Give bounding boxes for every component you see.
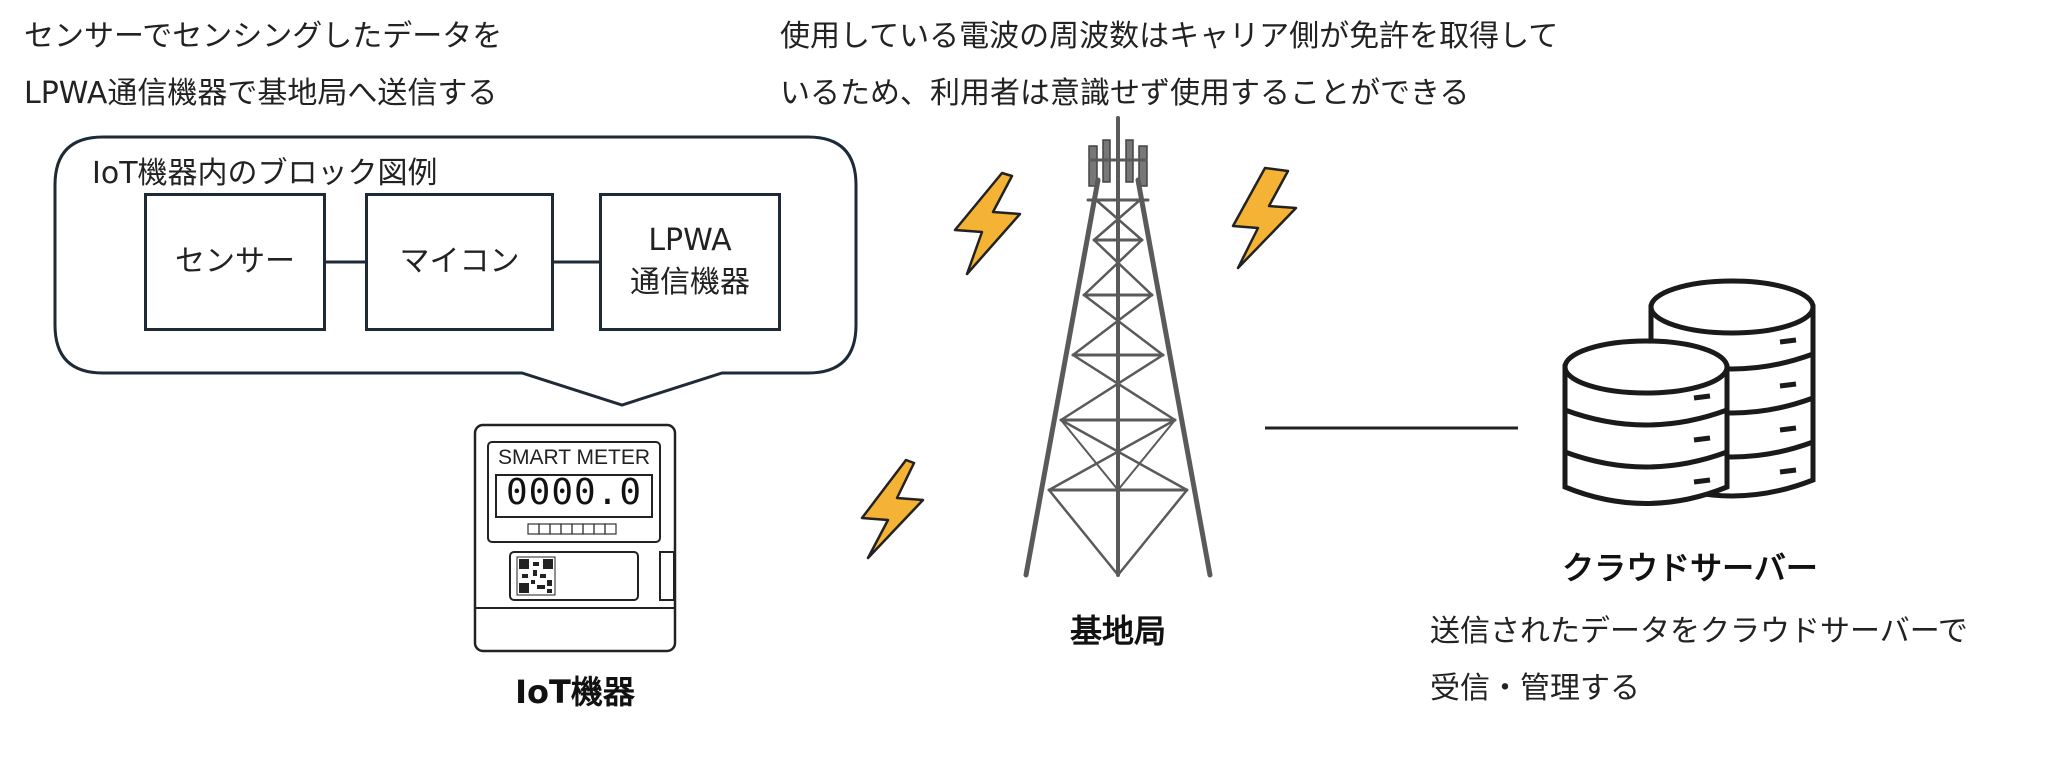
iot-description-line2: LPWA通信機器で基地局へ送信する — [24, 76, 498, 111]
microcontroller-block: マイコン — [365, 193, 554, 331]
iot-description-line1: センサーでセンシングしたデータを — [24, 19, 503, 54]
meter-brand-text: SMART METER — [497, 446, 651, 469]
block-label-line2: 通信機器 — [630, 265, 750, 300]
radio-description-line1: 使用している電波の周波数はキャリア側が免許を取得して — [780, 19, 1559, 54]
lightning-bolt-icon — [1231, 166, 1298, 270]
qr-code-icon — [516, 556, 556, 596]
lpwa-device-block: LPWA 通信機器 — [599, 193, 781, 331]
cloud-description-line2: 受信・管理する — [1430, 671, 1640, 706]
server-database-icon — [1562, 278, 1816, 506]
sensor-block: センサー — [144, 193, 326, 331]
base-station-tower-icon — [1023, 116, 1213, 578]
radio-description-line2: いるため、利用者は意識せず使用することができる — [780, 76, 1470, 111]
block-diagram-title: IoT機器内のブロック図例 — [92, 156, 438, 191]
lightning-bolt-icon — [953, 171, 1022, 276]
block-label: マイコン — [399, 244, 520, 279]
meter-reading: 0000.0 — [505, 472, 643, 513]
block-label-line1: LPWA — [648, 223, 732, 258]
block-label: センサー — [175, 244, 295, 279]
cloud-description: 送信されたデータをクラウドサーバーで 受信・管理する — [1430, 603, 1968, 717]
lightning-bolt-icon — [860, 458, 925, 560]
base-station-label: 基地局 — [1069, 612, 1166, 650]
iot-device-label: IoT機器 — [515, 673, 635, 711]
smart-meter-icon — [473, 423, 677, 653]
cloud-server-label: クラウドサーバー — [1562, 549, 1818, 587]
meter-scale — [527, 523, 617, 535]
cloud-description-line1: 送信されたデータをクラウドサーバーで — [1430, 614, 1968, 649]
radio-description: 使用している電波の周波数はキャリア側が免許を取得して いるため、利用者は意識せず… — [780, 8, 1558, 122]
iot-description: センサーでセンシングしたデータを LPWA通信機器で基地局へ送信する — [24, 8, 502, 122]
